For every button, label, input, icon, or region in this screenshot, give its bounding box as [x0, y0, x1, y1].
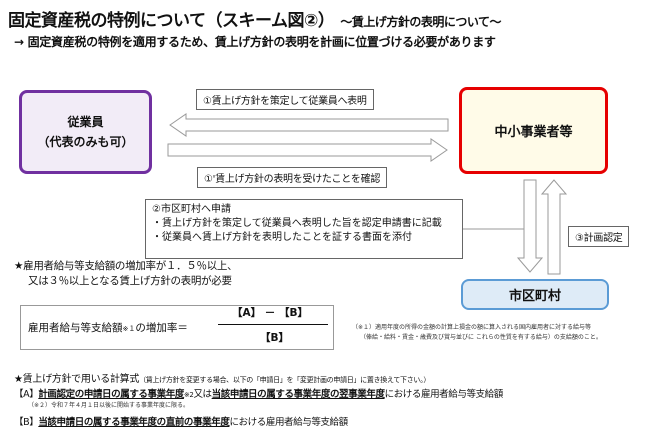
calc-heading-text: ★賃上げ方針で用いる計算式	[14, 374, 140, 385]
arrow-sme-to-employee	[169, 113, 449, 137]
arrow-sme-to-city	[516, 179, 544, 273]
step2-item2: ・従業員へ賃上げ方針を表明したことを証する書面を添付	[152, 232, 412, 243]
sme-node: 中小事業者等	[459, 87, 608, 174]
calc-note2: （※２）令和７年４月１日以後に開始する事業年度に限る。	[28, 402, 190, 409]
footnote1-line1: （※１）適用年度の所得の金額の計算上損金の額に算入される国内雇用者に対する給与等	[352, 324, 592, 331]
calc-b-part2: における雇用者給与等支給額	[229, 417, 348, 428]
arrow-city-to-sme	[540, 179, 568, 275]
formula-b: 【B】	[278, 307, 308, 319]
formula-a: 【A】	[232, 307, 262, 319]
calc-a-part2: 又は	[193, 389, 212, 400]
fraction-bar	[218, 324, 328, 325]
arrow-employee-to-sme	[167, 138, 448, 162]
title-main: 固定資産税の特例について（スキーム図②）	[8, 11, 335, 31]
formula-numerator: 【A】 － 【B】	[232, 305, 308, 320]
calc-a-label: 【A】	[14, 389, 39, 400]
calc-a-line: 【A】計画認定の申請日の属する事業年度※2又は当該申請日の属する事業年度の翌事業…	[14, 386, 503, 400]
calc-heading-note: （賃上げ方針を変更する場合、以下の「申請日」を「変更計画の申請日」に置き換えて下…	[139, 376, 431, 384]
step2-title: ②市区町村へ申請	[152, 204, 231, 215]
calc-a-part4: における雇用者給与等支給額	[384, 389, 504, 400]
footnote1-line2: （俸給・給料・賃金・歳費及び賞与並びに これらの性質を有する給与）の支給額のこと…	[360, 334, 602, 341]
calc-b-part1: 当該申請日の属する事業年度の直前の事業年度	[38, 417, 230, 428]
condition-line2: 又は３％以上となる賃上げ方針の表明が必要	[28, 275, 232, 287]
step3-label: ③計画認定	[568, 226, 630, 247]
formula-lhs: 雇用者給与等支給額※１の増加率＝	[28, 320, 188, 335]
formula-lhs-note: ※１	[122, 325, 136, 333]
formula-box	[20, 305, 334, 350]
step2-item1: ・賃上げ方針を策定して従業員へ表明した旨を認定申請書に記載	[152, 218, 442, 229]
calc-b-line: 【B】当該申請日の属する事業年度の直前の事業年度における雇用者給与等支給額	[14, 414, 348, 428]
formula-lhs-tail: の増加率＝	[135, 322, 188, 334]
calc-b-label: 【B】	[14, 417, 39, 428]
calc-a-part3: 当該申請日の属する事業年度の翌事業年度	[211, 389, 385, 400]
calc-a-part1: 計画認定の申請日の属する事業年度	[38, 389, 184, 400]
formula-minus: －	[264, 307, 276, 319]
employee-node: 従業員 （代表のみも可）	[19, 90, 152, 174]
calc-a-note: ※2	[183, 391, 194, 399]
formula-lhs-text: 雇用者給与等支給額	[28, 322, 123, 334]
formula-denominator: 【B】	[260, 332, 290, 344]
step1-label: ①賃上げ方針を策定して従業員へ表明	[196, 89, 374, 110]
employee-label: 従業員	[67, 115, 104, 129]
condition-line1: ★雇用者給与等支給額の増加率が１．５％以上、	[14, 260, 238, 272]
step2-box: ②市区町村へ申請 ・賃上げ方針を策定して従業員へ表明した旨を認定申請書に記載 ・…	[145, 199, 463, 259]
title-sub: ～賃上げ方針の表明について～	[340, 15, 502, 29]
employee-sublabel: （代表のみも可）	[37, 135, 134, 149]
calc-heading: ★賃上げ方針で用いる計算式（賃上げ方針を変更する場合、以下の「申請日」を「変更計…	[14, 370, 430, 385]
page-title: 固定資産税の特例について（スキーム図②） ～賃上げ方針の表明について～	[8, 6, 502, 31]
city-node: 市区町村	[461, 279, 609, 310]
page-subtitle: → 固定資産税の特例を適用するため、賃上げ方針の表明を計画に位置づける必要があり…	[14, 35, 496, 49]
step1b-label: ①'賃上げ方針の表明を受けたことを確認	[197, 167, 388, 188]
